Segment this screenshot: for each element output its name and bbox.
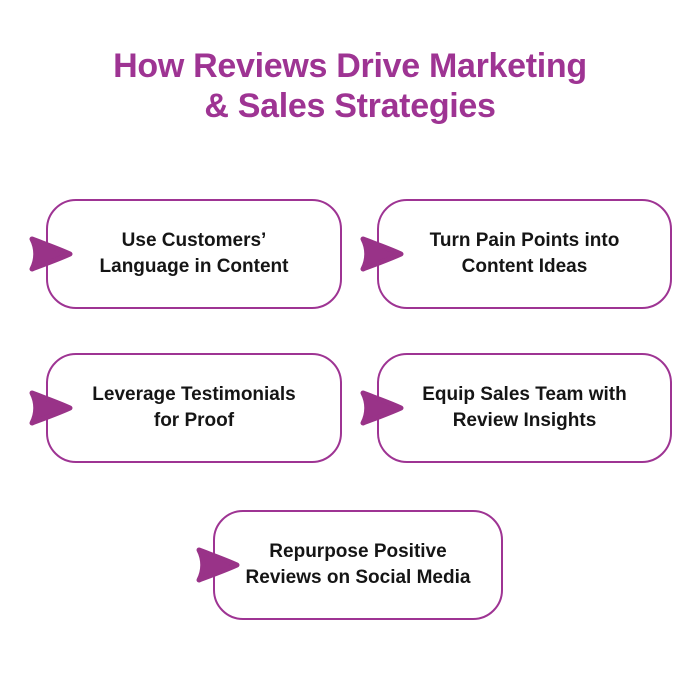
box-label-line: Review Insights bbox=[452, 410, 597, 431]
box-label-line: Repurpose Positive bbox=[269, 541, 447, 562]
box-label-line: for Proof bbox=[153, 410, 235, 431]
box-label: Leverage Testimonials for Proof bbox=[68, 382, 319, 434]
box-label-line: Reviews on Social Media bbox=[245, 567, 471, 588]
box-label-line: Language in Content bbox=[99, 256, 289, 277]
box-label: Use Customers’ Language in Content bbox=[76, 228, 313, 280]
box-leverage-testimonials: Leverage Testimonials for Proof bbox=[29, 353, 342, 463]
box-label-line: Equip Sales Team with bbox=[422, 384, 627, 405]
arrow-right-icon bbox=[29, 236, 73, 272]
box-turn-pain-points: Turn Pain Points into Content Ideas bbox=[360, 199, 672, 309]
arrow-right-icon bbox=[360, 390, 404, 426]
box-label-line: Use Customers’ bbox=[121, 230, 267, 251]
arrow-right-icon bbox=[29, 390, 73, 426]
arrow-right-icon bbox=[360, 236, 404, 272]
title-line-1: How Reviews Drive Marketing bbox=[113, 47, 587, 85]
box-use-customers-language: Use Customers’ Language in Content bbox=[29, 199, 342, 309]
box-label: Equip Sales Team with Review Insights bbox=[398, 382, 650, 434]
box-label: Turn Pain Points into Content Ideas bbox=[406, 228, 644, 280]
title-line-2: & Sales Strategies bbox=[204, 87, 496, 125]
box-label: Repurpose Positive Reviews on Social Med… bbox=[222, 539, 495, 591]
page-title: How Reviews Drive Marketing & Sales Stra… bbox=[0, 46, 700, 126]
arrow-right-icon bbox=[196, 547, 240, 583]
box-repurpose-reviews: Repurpose Positive Reviews on Social Med… bbox=[196, 510, 503, 620]
box-label-line: Turn Pain Points into bbox=[429, 230, 620, 251]
box-label-line: Leverage Testimonials bbox=[92, 384, 296, 405]
box-label-line: Content Ideas bbox=[461, 256, 588, 277]
box-equip-sales-team: Equip Sales Team with Review Insights bbox=[360, 353, 672, 463]
